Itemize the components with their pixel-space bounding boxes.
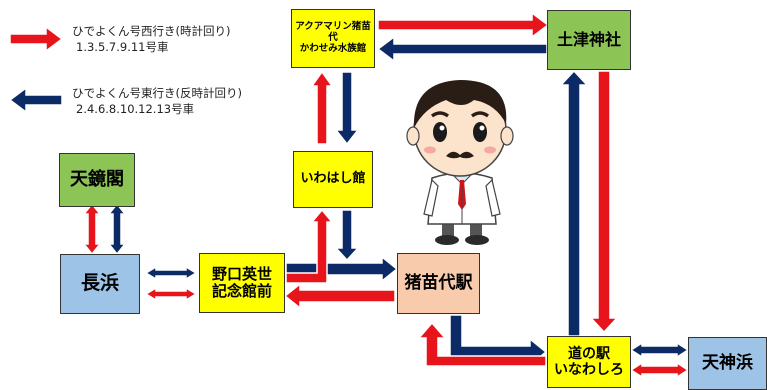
station-hanitsu: 土津神社 [547, 10, 631, 70]
arrow-iwahashi-station-navy [334, 209, 360, 262]
arrow-tenkyokaku-nagahama-red [82, 202, 102, 256]
station-nagahama: 長浜 [60, 254, 140, 314]
arrow-aquamarine-hanitsu-red [377, 11, 550, 39]
arrow-tenkyokaku-nagahama-navy [107, 202, 127, 256]
legend-east: ひでよくん号東行き(反時計回り) 2.4.6.8.10.12.13号車 [72, 86, 242, 117]
legend-west-line2: 1.3.5.7.9.11号車 [76, 39, 169, 54]
arrow-hanitsu-michinoeki-red [589, 70, 619, 334]
legend-arrow-east [8, 86, 63, 114]
legend-west: ひでよくん号西行き(時計回り) 1.3.5.7.9.11号車 [72, 24, 230, 55]
arrow-aquamarine-iwahashi-navy [334, 71, 360, 146]
arrow-michinoeki-station-red [417, 321, 547, 367]
station-tenjinhama: 天神浜 [688, 337, 767, 390]
arrow-hanitsu-aquamarine-navy [376, 35, 548, 63]
arrow-michinoeki-hanitsu-navy [559, 69, 589, 337]
station-tenkyokaku: 天鏡閣 [59, 153, 135, 207]
scientist-mascot-icon [406, 80, 514, 245]
station-aquamarine: アクアマリン猪苗代 かわせみ水族館 [291, 9, 375, 68]
legend-arrow-west [9, 25, 64, 53]
station-iwahashi: いわはし館 [293, 151, 373, 208]
legend-west-line1: ひでよくん号西行き(時計回り) [72, 24, 231, 38]
arrow-iwahashi-aquamarine-red [310, 70, 334, 145]
arrow-noguchi-iwahashi-red [285, 208, 334, 284]
arrow-station-noguchi-red [283, 282, 396, 310]
arrow-nagahama-noguchi-red [144, 286, 198, 302]
arrow-michinoeki-tenjinhama-navy [629, 341, 690, 359]
arrow-michinoeki-tenjinhama-red [629, 361, 690, 379]
legend-east-line1: ひでよくん号東行き(反時計回り) [72, 86, 242, 100]
station-michinoeki: 道の駅 いなわしろ [547, 336, 631, 388]
arrow-nagahama-noguchi-navy [144, 265, 198, 281]
station-noguchi: 野口英世 記念館前 [199, 253, 285, 313]
legend-east-line2: 2.4.6.8.10.12.13号車 [76, 101, 195, 116]
station-inawashiro: 猪苗代駅 [397, 253, 480, 314]
